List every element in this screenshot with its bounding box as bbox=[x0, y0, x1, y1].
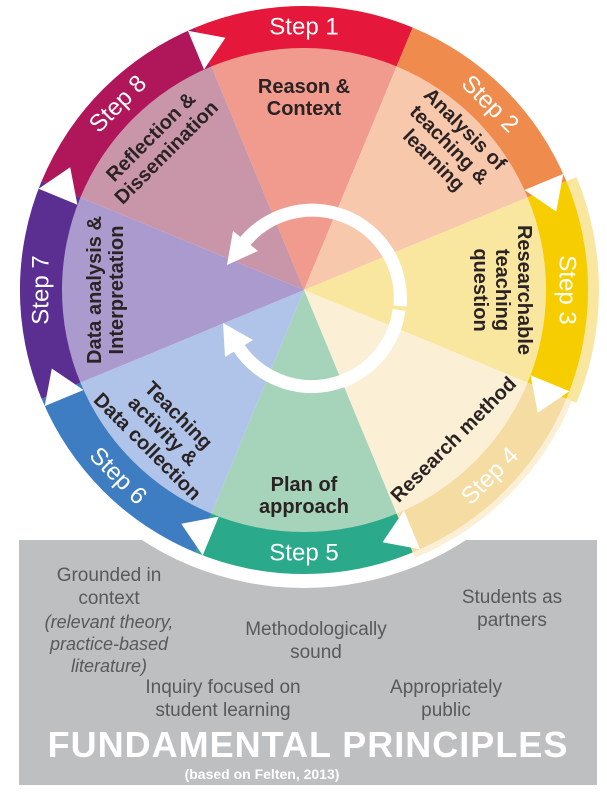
segment-step-1-inner bbox=[195, 5, 413, 291]
step-7-ring-label: Step 7 bbox=[28, 255, 55, 324]
segment-step-3-ring bbox=[527, 181, 589, 399]
principle-grounded-in-context: Grounded in context (relevant theory, pr… bbox=[25, 564, 193, 677]
segment-step-8-ring bbox=[41, 27, 212, 198]
segment-step-7-inner bbox=[19, 181, 304, 399]
principle-text: Grounded in context bbox=[56, 565, 162, 610]
step-3-ring-label: Step 3 bbox=[554, 255, 581, 324]
segment-step-7-ring bbox=[19, 181, 81, 399]
ring-arrow bbox=[530, 375, 570, 413]
principle-appropriately-public: Appropriately public bbox=[365, 676, 527, 722]
step-5-ring-label: Step 5 bbox=[269, 540, 338, 567]
principle-text: Inquiry focused on student learning bbox=[145, 677, 301, 722]
panel-subtitle: (based on Felten, 2013) bbox=[184, 766, 340, 782]
cycle-arrow-bottom-arc bbox=[231, 309, 406, 393]
step-3-label: Researchableteachingquestion bbox=[469, 225, 535, 355]
principle-note: (relevant theory, practice-based literat… bbox=[44, 612, 174, 676]
ring-arrow bbox=[38, 167, 78, 205]
principle-inquiry-focused: Inquiry focused on student learning bbox=[117, 676, 329, 722]
ring-arrow bbox=[382, 510, 421, 550]
segment-step-4-ring bbox=[396, 382, 567, 553]
segment-step-5-inner bbox=[195, 290, 413, 575]
panel-title: FUNDAMENTAL PRINCIPLES bbox=[47, 724, 569, 765]
cycle-arrow-bottom-head bbox=[223, 323, 253, 357]
ring-arrow bbox=[44, 368, 84, 407]
segment-step-3-inner bbox=[304, 177, 599, 403]
ring-arrow bbox=[181, 516, 219, 556]
step-1-ring-label: Step 1 bbox=[269, 14, 338, 41]
principle-text: Methodologically sound bbox=[245, 619, 387, 664]
principle-text: Appropriately public bbox=[390, 677, 502, 722]
ring-arrow bbox=[187, 30, 226, 70]
step-7-label: Data analysis &Interpretation bbox=[84, 216, 128, 364]
principle-text: Students as partners bbox=[461, 587, 563, 632]
segment-step-6-ring bbox=[41, 382, 212, 553]
step-1-label: Reason &Context bbox=[258, 76, 350, 120]
cycle-arrow-top-head bbox=[227, 231, 258, 265]
cycle-arrow-top-arc bbox=[237, 203, 407, 307]
principle-methodologically-sound: Methodologically sound bbox=[225, 618, 407, 664]
ring-arrow bbox=[524, 173, 564, 212]
segment-step-1-ring bbox=[195, 5, 413, 67]
segment-step-5-ring bbox=[195, 513, 413, 575]
principle-students-as-partners: Students as partners bbox=[432, 586, 592, 632]
segment-step-2-ring bbox=[396, 27, 567, 198]
